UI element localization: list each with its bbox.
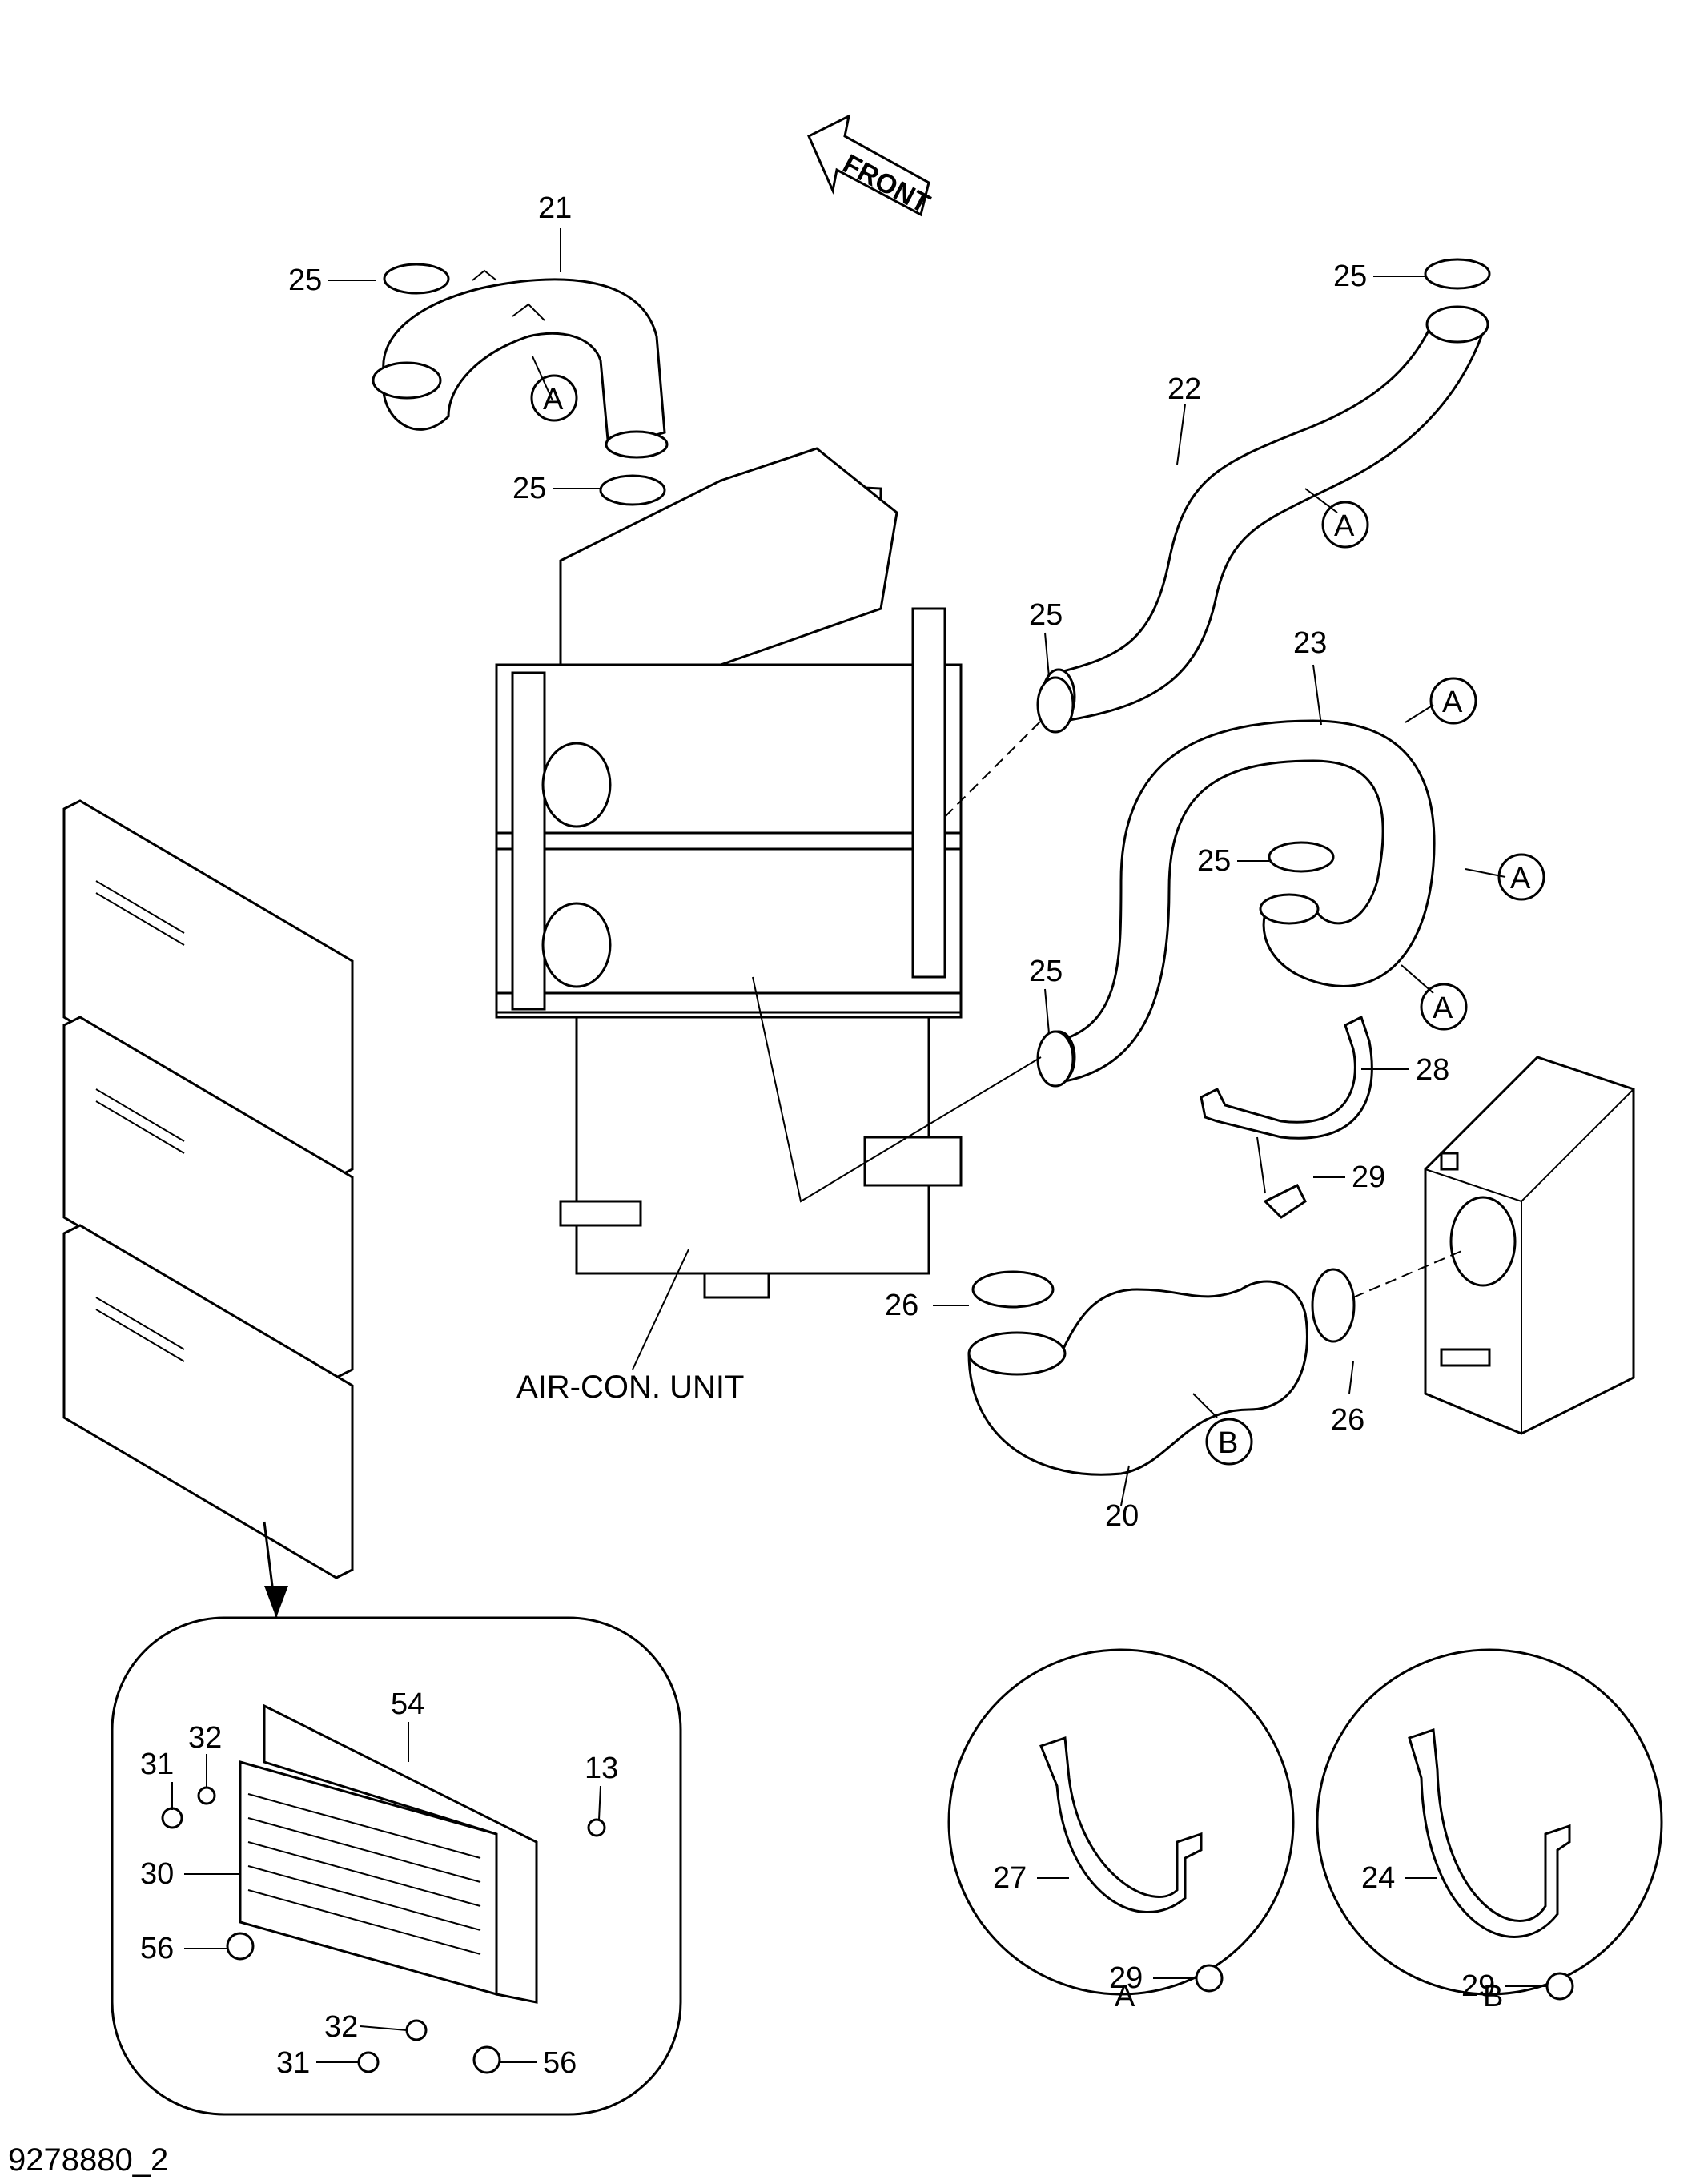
callout-20: 20: [1105, 1499, 1139, 1533]
front-arrow: FRONT: [807, 114, 935, 219]
ref-b-marker: B: [1218, 1426, 1238, 1460]
callout-28: 28: [1416, 1053, 1449, 1087]
callout-29: 29: [1461, 1969, 1495, 2003]
drawing-number: 9278880_2: [8, 2142, 168, 2178]
callout-25: 25: [288, 263, 322, 297]
panels: [62, 799, 354, 1619]
callout-29: 29: [1109, 1961, 1143, 1995]
callout-56: 56: [543, 2046, 577, 2080]
detail-b-circle: [1316, 1648, 1663, 2001]
ref-markers: A A A A A B: [530, 374, 1545, 1466]
callout-25: 25: [512, 472, 546, 505]
callout-25: 25: [1333, 259, 1367, 293]
detail-b-label: B: [1483, 1980, 1503, 2013]
callout-31: 31: [276, 2046, 310, 2080]
clamp-25-group: [383, 258, 1491, 1088]
panel-30-grille: [247, 1793, 481, 1955]
callout-32: 32: [324, 2010, 358, 2044]
detail-a-circle: [947, 1648, 1295, 1996]
callout-25: 25: [1029, 598, 1063, 632]
callout-13: 13: [585, 1752, 618, 1785]
ref-a-marker: A: [1510, 862, 1531, 895]
duct-box: [1424, 1056, 1635, 1435]
callout-32: 32: [188, 1721, 222, 1755]
callout-29: 29: [1352, 1160, 1385, 1194]
air-con-unit: [495, 447, 1042, 1370]
callout-21: 21: [538, 191, 572, 225]
duct-20: [967, 1249, 1466, 1476]
callout-23: 23: [1293, 626, 1327, 660]
callout-22: 22: [1167, 372, 1201, 406]
duct-21: [372, 269, 669, 459]
callout-26: 26: [885, 1289, 918, 1322]
ref-a-marker: A: [1442, 686, 1463, 719]
part-callouts: 21 25 25 25 22 25 23 25 25 28 29 26 26 2…: [140, 191, 1495, 2080]
leader-lines: [171, 228, 1547, 2063]
callout-54: 54: [391, 1687, 424, 1721]
callout-30: 30: [140, 1857, 174, 1891]
ref-a-marker: A: [1433, 991, 1453, 1025]
ref-a-marker: A: [1334, 509, 1355, 543]
callout-31: 31: [140, 1748, 174, 1781]
detail-a-label: A: [1115, 1980, 1135, 2013]
air-con-unit-label: AIR-CON. UNIT: [516, 1370, 744, 1405]
callout-24: 24: [1361, 1861, 1395, 1895]
callout-56: 56: [140, 1932, 174, 1965]
panel-detail-box: [111, 1616, 682, 2116]
callout-26: 26: [1331, 1403, 1364, 1437]
callout-25: 25: [1029, 955, 1063, 988]
callout-27: 27: [993, 1861, 1027, 1895]
callout-25: 25: [1197, 844, 1231, 878]
ref-a-marker: A: [543, 383, 564, 416]
duct-23: [1041, 719, 1436, 1084]
bracket-28: [1200, 1015, 1373, 1219]
duct-22: [1041, 305, 1489, 726]
